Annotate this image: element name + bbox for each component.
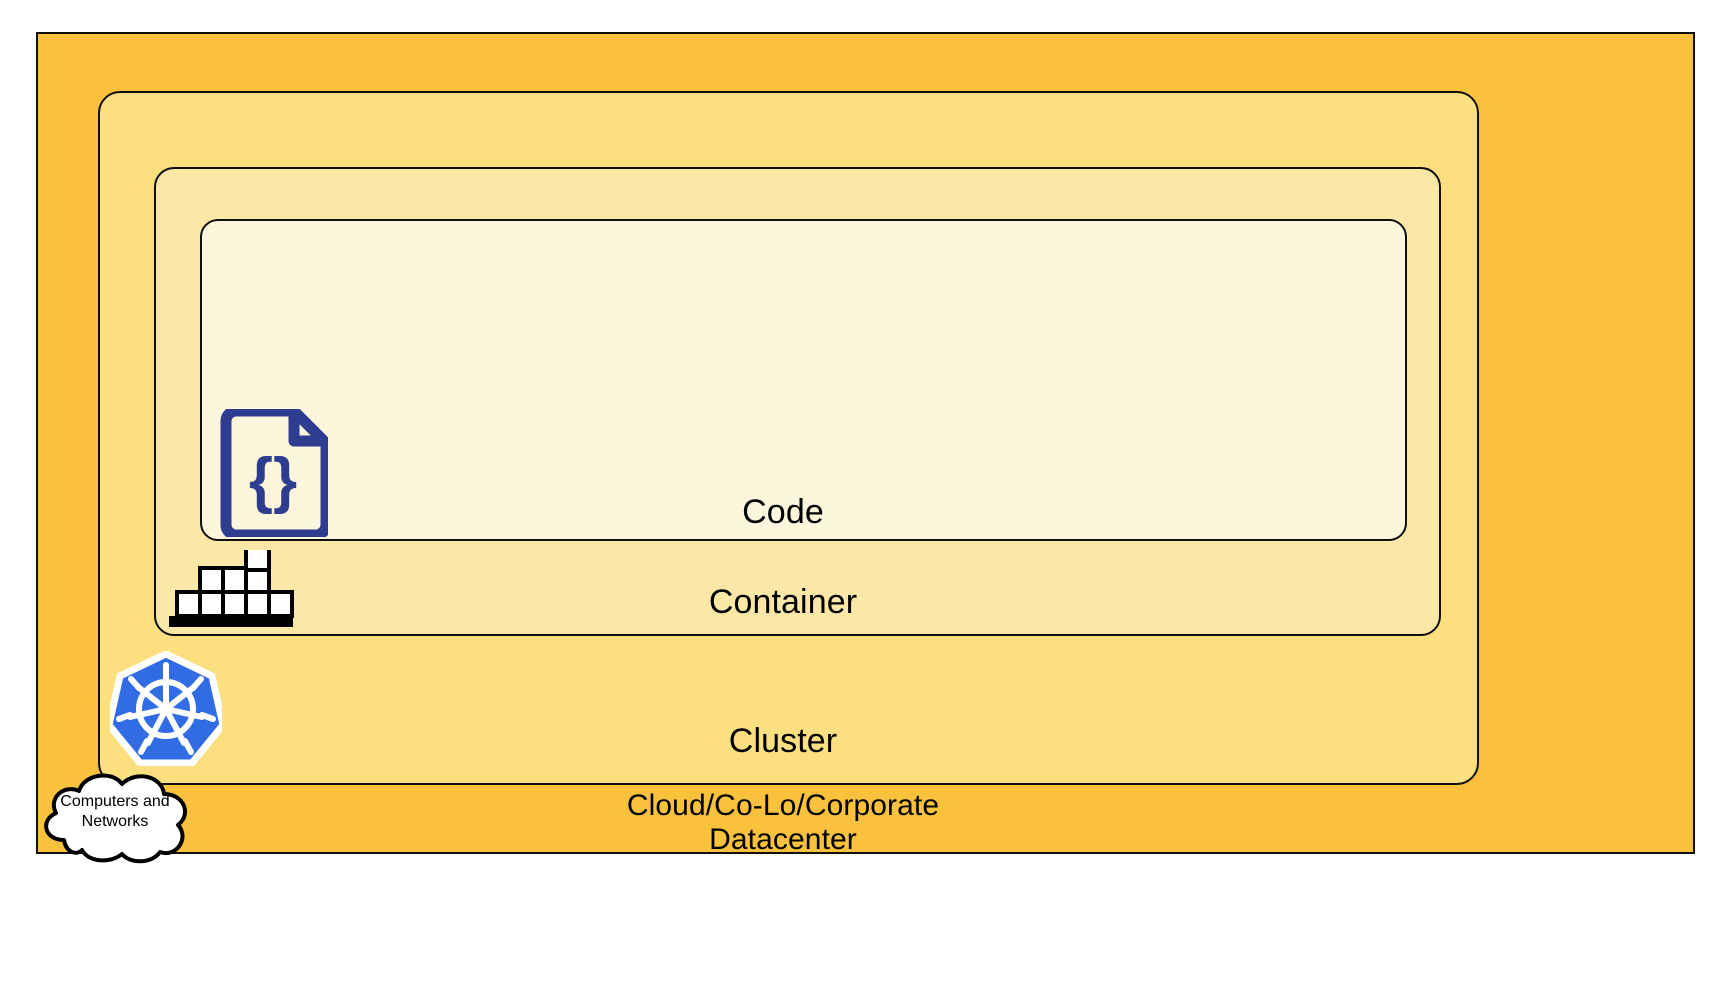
code-file-icon: {} xyxy=(216,405,332,541)
layer-label-cluster: Cluster xyxy=(728,722,838,760)
container-blocks-icon xyxy=(167,544,295,628)
cloud-icon[interactable] xyxy=(32,768,200,864)
kubernetes-icon xyxy=(105,650,227,767)
layer-code[interactable] xyxy=(200,219,1407,541)
layer-label-datacenter: Cloud/Co-Lo/Corporate Datacenter xyxy=(626,789,940,856)
svg-text:{}: {} xyxy=(249,446,297,515)
layer-label-container: Container xyxy=(708,583,858,621)
layer-label-code: Code xyxy=(742,493,824,531)
